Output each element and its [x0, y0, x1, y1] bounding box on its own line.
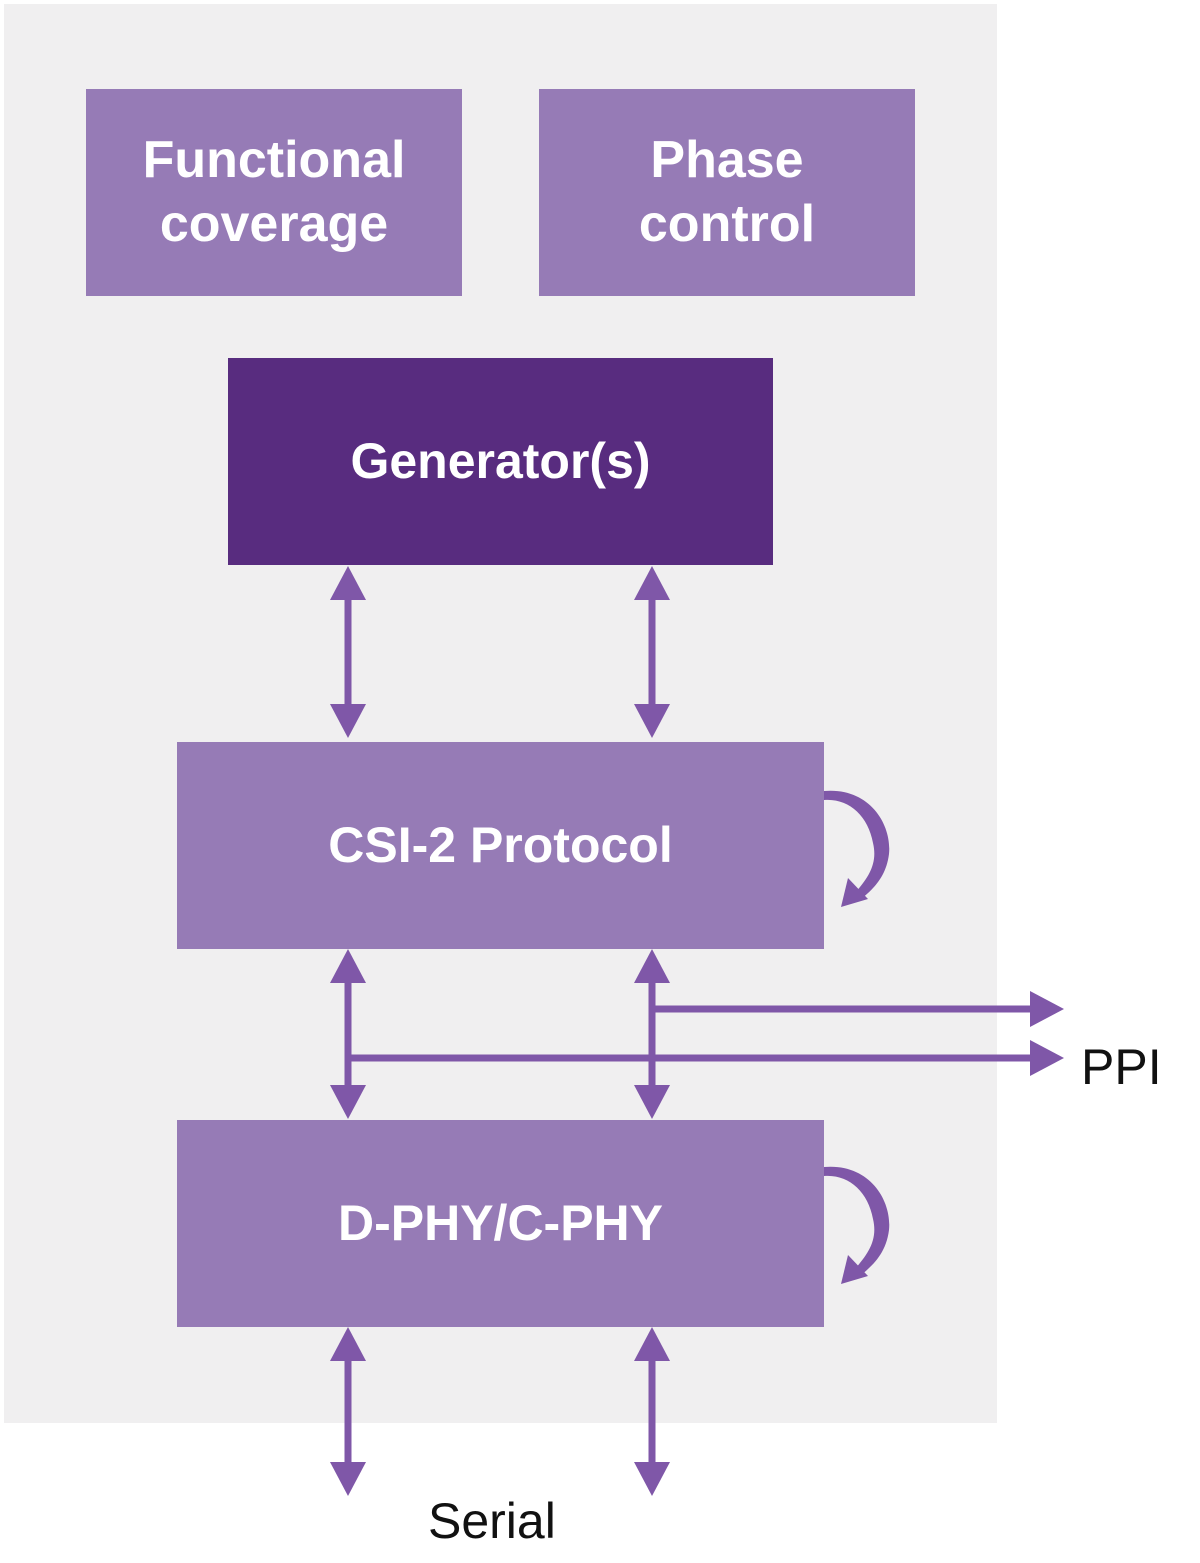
phy-block: D-PHY/C-PHY	[177, 1120, 824, 1327]
gen-csi-right-bidirectional-arrow	[634, 566, 670, 738]
serial-label: Serial	[428, 1493, 556, 1549]
phy-serial-left-bidirectional-arrow	[330, 1327, 366, 1496]
ppi-lower-arrow	[348, 1040, 1064, 1076]
ppi-label: PPI	[1081, 1039, 1162, 1095]
phase-control-label: Phase control	[638, 131, 816, 253]
phy-label: D-PHY/C-PHY	[337, 1195, 664, 1251]
csi-phy-right-bidirectional-arrow	[634, 949, 670, 1119]
generator-label: Generator(s)	[350, 433, 651, 489]
csi-phy-left-bidirectional-arrow	[330, 949, 366, 1119]
phy-serial-right-bidirectional-arrow	[634, 1327, 670, 1496]
generator-block: Generator(s)	[228, 358, 773, 565]
csi2-self-loop-arrow	[824, 790, 890, 907]
gen-csi-left-bidirectional-arrow	[330, 566, 366, 738]
functional-coverage-label: Functional coverage	[142, 131, 406, 253]
phy-self-loop-arrow	[824, 1166, 890, 1284]
csi2-protocol-label: CSI-2 Protocol	[328, 817, 673, 873]
ppi-upper-arrow	[652, 991, 1064, 1027]
csi2-protocol-block: CSI-2 Protocol	[177, 742, 824, 949]
phase-control-block: Phase control	[539, 89, 915, 296]
functional-coverage-block: Functional coverage	[86, 89, 462, 296]
